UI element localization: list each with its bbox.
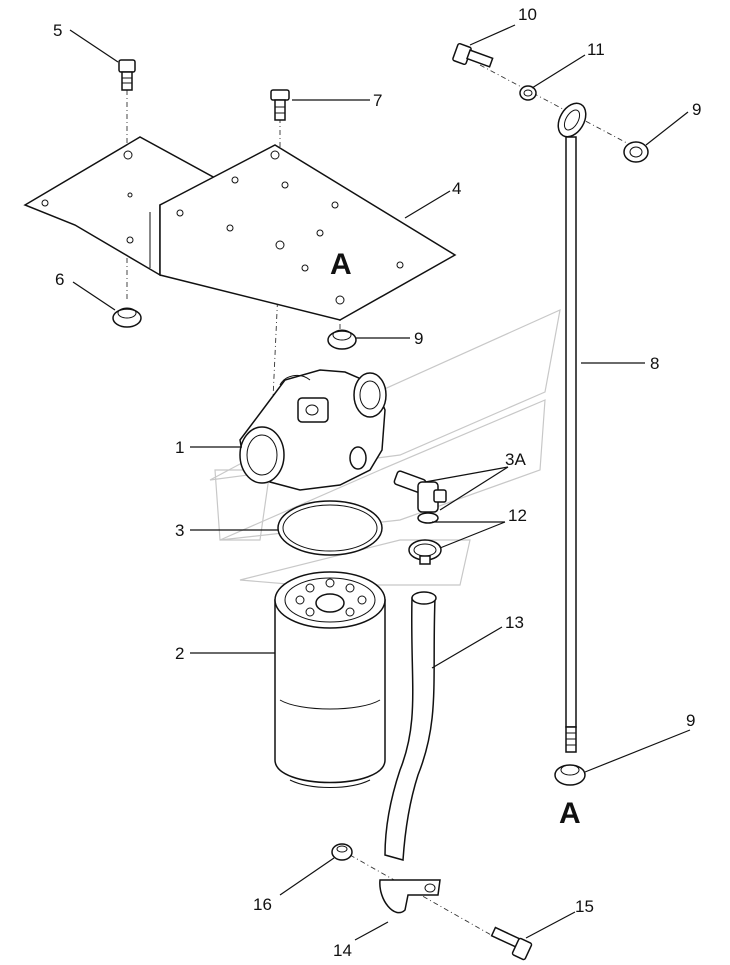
callout-13: 13 xyxy=(505,613,524,632)
callout-11: 11 xyxy=(587,40,605,59)
callout-9-lower: 9 xyxy=(686,711,695,730)
flange-nut-9-top xyxy=(623,141,649,163)
callout-10: 10 xyxy=(518,5,537,24)
callout-15: 15 xyxy=(575,897,594,916)
view-marker-a-top: A xyxy=(330,248,352,281)
callout-3a: 3A xyxy=(505,450,526,469)
callout-8: 8 xyxy=(650,354,659,373)
callout-numbers: 5 7 4 6 9 1 3 2 8 10 11 9 3A 12 13 9 16 … xyxy=(53,5,701,960)
callout-5: 5 xyxy=(53,21,62,40)
callout-4: 4 xyxy=(452,179,461,198)
nut-16 xyxy=(331,843,353,861)
flange-nut-9-lower xyxy=(554,764,586,786)
callout-12: 12 xyxy=(508,506,527,525)
bolt-5 xyxy=(118,59,136,91)
callout-9-upper: 9 xyxy=(414,329,423,348)
callout-6: 6 xyxy=(55,270,64,289)
bolt-10 xyxy=(452,42,494,68)
bolt-7 xyxy=(270,89,290,121)
callout-1: 1 xyxy=(175,438,184,457)
bolt-15 xyxy=(490,926,533,961)
elbow-fitting xyxy=(393,470,447,524)
filter-element xyxy=(274,571,386,788)
p-clip xyxy=(379,879,441,914)
callout-7: 7 xyxy=(373,91,382,110)
callout-16: 16 xyxy=(253,895,272,914)
callout-14: 14 xyxy=(333,941,352,960)
hose-clamp xyxy=(408,539,442,565)
callout-9-top: 9 xyxy=(692,100,701,119)
filter-head xyxy=(239,369,387,491)
dipstick-rod xyxy=(557,102,587,753)
callout-2: 2 xyxy=(175,644,184,663)
o-ring xyxy=(277,500,383,556)
flange-nut-9-upper xyxy=(327,329,357,350)
view-marker-a-bottom: A xyxy=(559,797,581,830)
nut-11 xyxy=(519,85,537,101)
flange-nut-6 xyxy=(112,307,142,328)
mounting-bracket xyxy=(23,136,457,321)
leader-lines xyxy=(69,24,691,941)
hose xyxy=(384,591,437,861)
callout-3: 3 xyxy=(175,521,184,540)
view-markers: A A xyxy=(330,248,581,830)
